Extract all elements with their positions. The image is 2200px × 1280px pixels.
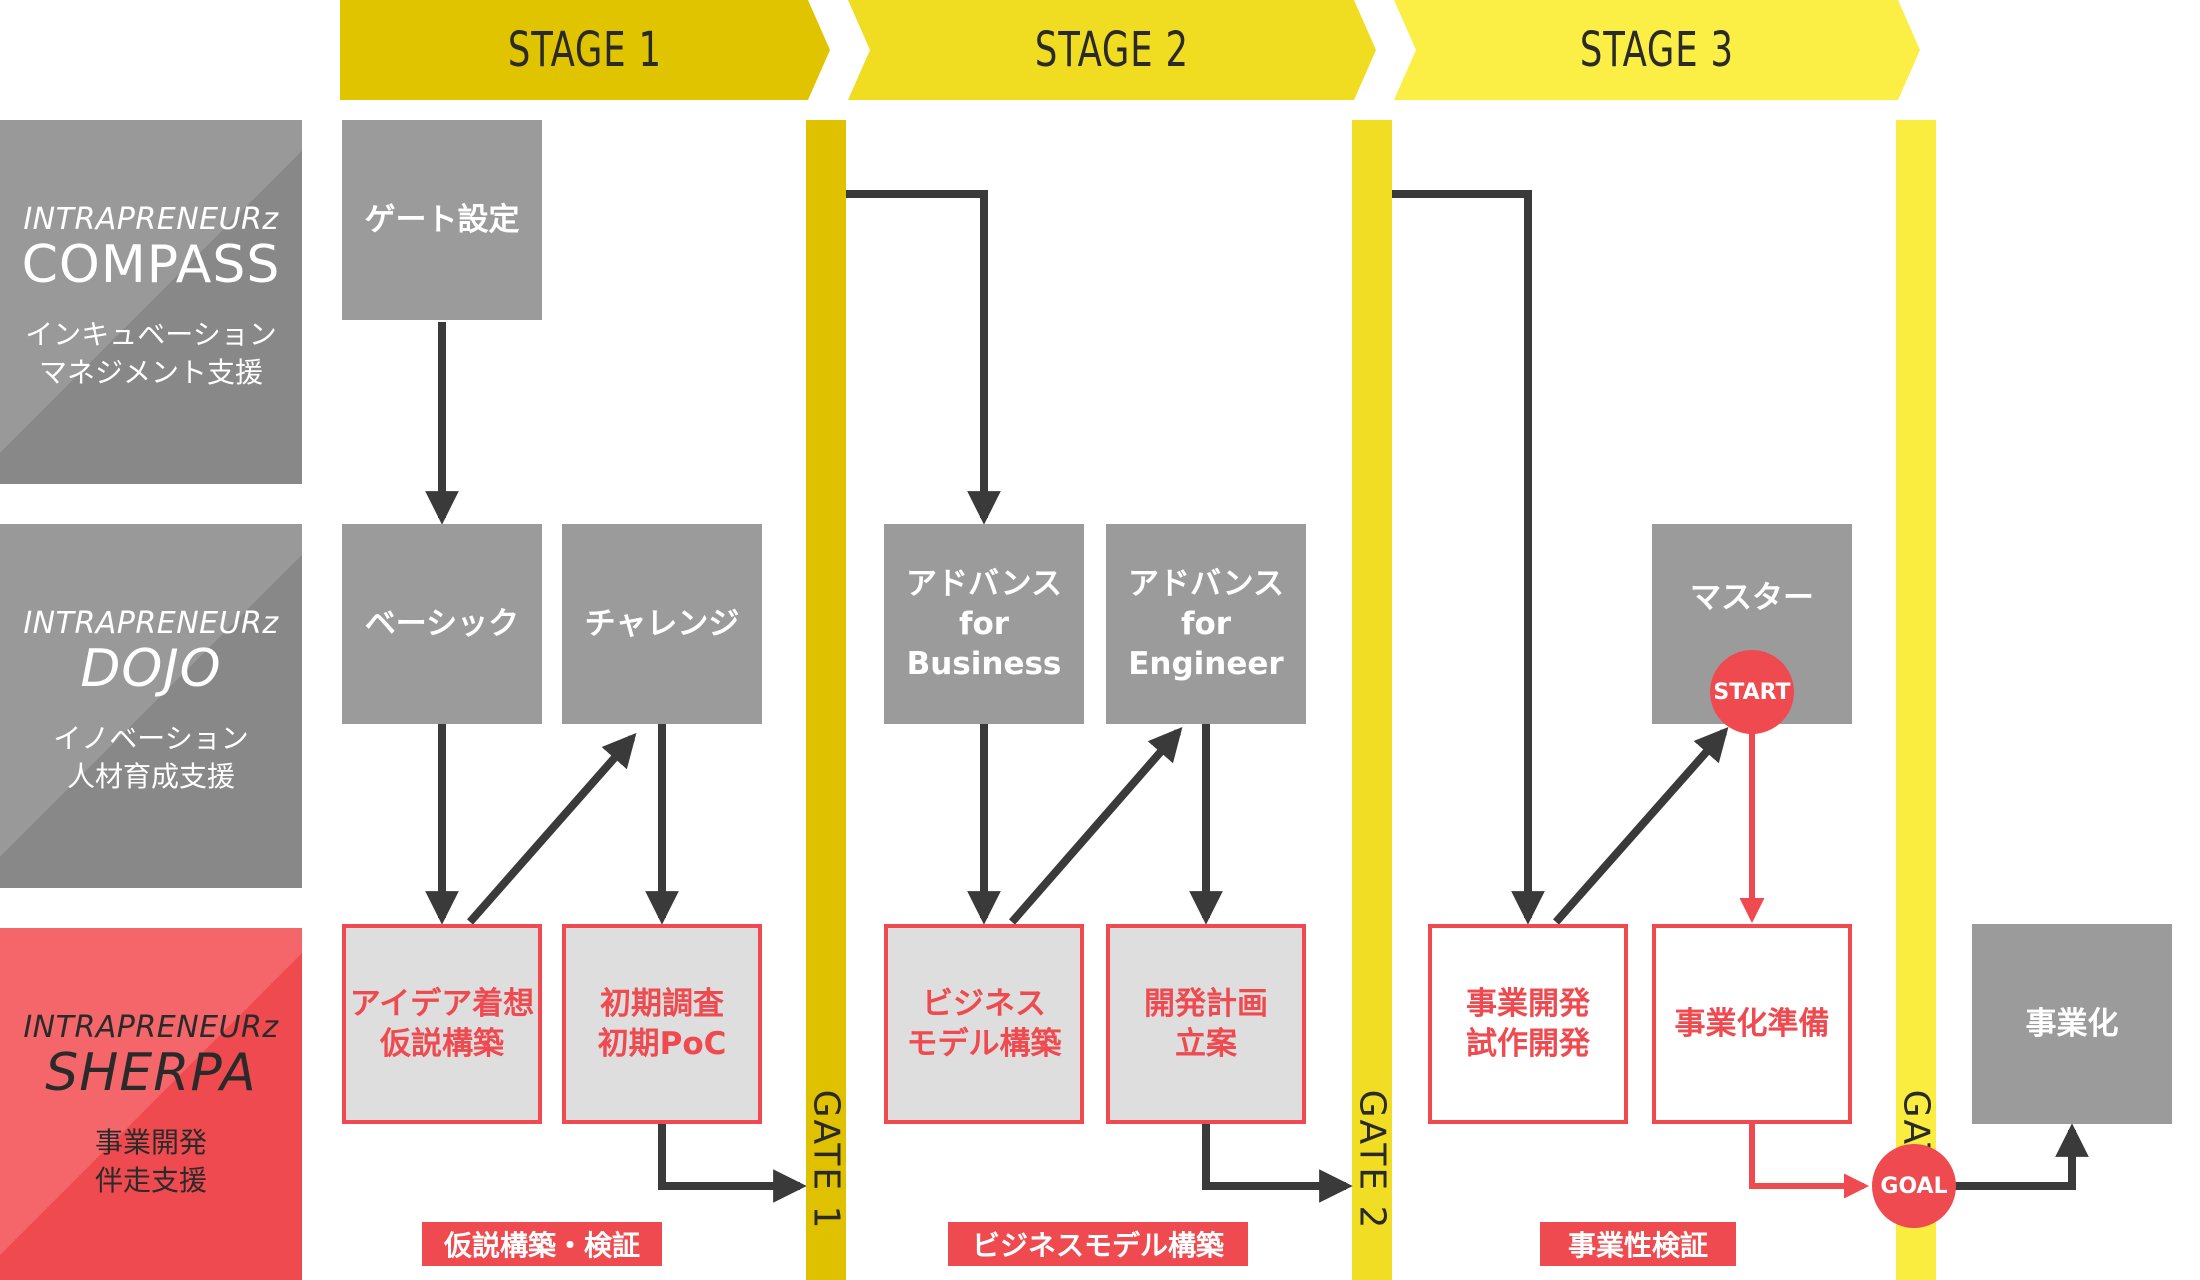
dojo-title: DOJO	[80, 639, 222, 699]
stage-3-chevron: STAGE 3	[1394, 0, 1920, 100]
arrow-initial-to-gate1	[658, 1124, 807, 1203]
arrow-bizmodel-to-advance-engineer	[1008, 726, 1183, 925]
commercialize-text: 事業化	[2025, 1005, 2119, 1042]
goal-text: GOAL	[1880, 1173, 1948, 1199]
stage-3-label: STAGE 3	[1580, 22, 1734, 78]
gate-1-bar: GATE 1	[806, 120, 847, 1280]
arrow-prototype-to-master	[1553, 726, 1729, 925]
phase-label-3: 事業性検証	[1540, 1222, 1736, 1266]
phase-label-2: ビジネスモデル構築	[948, 1222, 1248, 1266]
box-advance-engineer: アドバンス for Engineer	[1106, 524, 1306, 724]
prototype-text: 事業開発 試作開発	[1466, 985, 1590, 1062]
arrow-gate1-to-advance-business	[846, 190, 1001, 525]
start-marker: START	[1710, 650, 1794, 734]
box-gate-setting: ゲート設定	[342, 120, 542, 320]
sherpa-brand: INTRAPRENEURz	[23, 1010, 279, 1045]
advance-engineer-text: アドバンス for Engineer	[1128, 565, 1284, 683]
arrow-idea-to-challenge	[466, 732, 637, 925]
arrow-prep-to-goal	[1749, 1124, 1870, 1199]
initial-text: 初期調査 初期PoC	[597, 985, 727, 1062]
arrow-devplan-to-gate2	[1202, 1124, 1353, 1203]
stage-1-label: STAGE 1	[508, 22, 662, 78]
box-advance-business: アドバンス for Business	[884, 524, 1084, 724]
row-header-sherpa: INTRAPRENEURz SHERPA 事業開発 伴走支援	[0, 928, 302, 1280]
phase-label-1: 仮説構築・検証	[422, 1222, 662, 1266]
business-model-text: ビジネス モデル構築	[906, 985, 1062, 1062]
dojo-brand: INTRAPRENEURz	[23, 606, 279, 641]
arrow-gate2-to-prototype	[1392, 190, 1545, 925]
row-header-compass: INTRAPRENEURz COMPASS インキュベーション マネジメント支援	[0, 120, 302, 484]
stage-1-chevron: STAGE 1	[340, 0, 830, 100]
compass-subtitle: インキュベーション マネジメント支援	[25, 318, 277, 389]
compass-brand: INTRAPRENEURz	[23, 202, 279, 237]
phase-label-2-text: ビジネスモデル構築	[971, 1229, 1224, 1262]
advance-business-text: アドバンス for Business	[906, 565, 1062, 683]
gate-setting-text: ゲート設定	[364, 201, 520, 238]
compass-title: COMPASS	[21, 235, 281, 295]
box-challenge: チャレンジ	[562, 524, 762, 724]
phase-label-1-text: 仮説構築・検証	[443, 1229, 640, 1262]
box-commercialize: 事業化	[1972, 924, 2172, 1124]
challenge-text: チャレンジ	[584, 605, 740, 642]
start-text: START	[1713, 679, 1791, 705]
sherpa-title: SHERPA	[45, 1043, 257, 1103]
sherpa-subtitle: 事業開発 伴走支援	[94, 1126, 207, 1197]
stage-2-chevron: STAGE 2	[848, 0, 1376, 100]
box-idea: アイデア着想 仮説構築	[342, 924, 542, 1124]
dev-plan-text: 開発計画 立案	[1144, 985, 1268, 1062]
gate-3-bar: GATE 3	[1896, 120, 1937, 1280]
gate-2-bar: GATE 2	[1352, 120, 1393, 1280]
row-header-dojo: INTRAPRENEURz DOJO イノベーション 人材育成支援	[0, 524, 302, 888]
box-commercial-prep: 事業化準備	[1652, 924, 1852, 1124]
box-basic: ベーシック	[342, 524, 542, 724]
phase-label-3-text: 事業性検証	[1567, 1229, 1708, 1262]
box-dev-plan: 開発計画 立案	[1106, 924, 1306, 1124]
arrow-goal-to-commercialize	[1940, 1123, 2089, 1190]
commercial-prep-text: 事業化準備	[1674, 1005, 1830, 1042]
box-prototype: 事業開発 試作開発	[1428, 924, 1628, 1124]
basic-text: ベーシック	[364, 605, 520, 642]
stage-2-label: STAGE 2	[1035, 22, 1189, 78]
box-initial: 初期調査 初期PoC	[562, 924, 762, 1124]
master-text: マスター	[1690, 579, 1814, 616]
goal-marker: GOAL	[1872, 1144, 1956, 1228]
idea-text: アイデア着想 仮説構築	[349, 985, 535, 1062]
box-business-model: ビジネス モデル構築	[884, 924, 1084, 1124]
dojo-subtitle: イノベーション 人材育成支援	[53, 722, 249, 793]
